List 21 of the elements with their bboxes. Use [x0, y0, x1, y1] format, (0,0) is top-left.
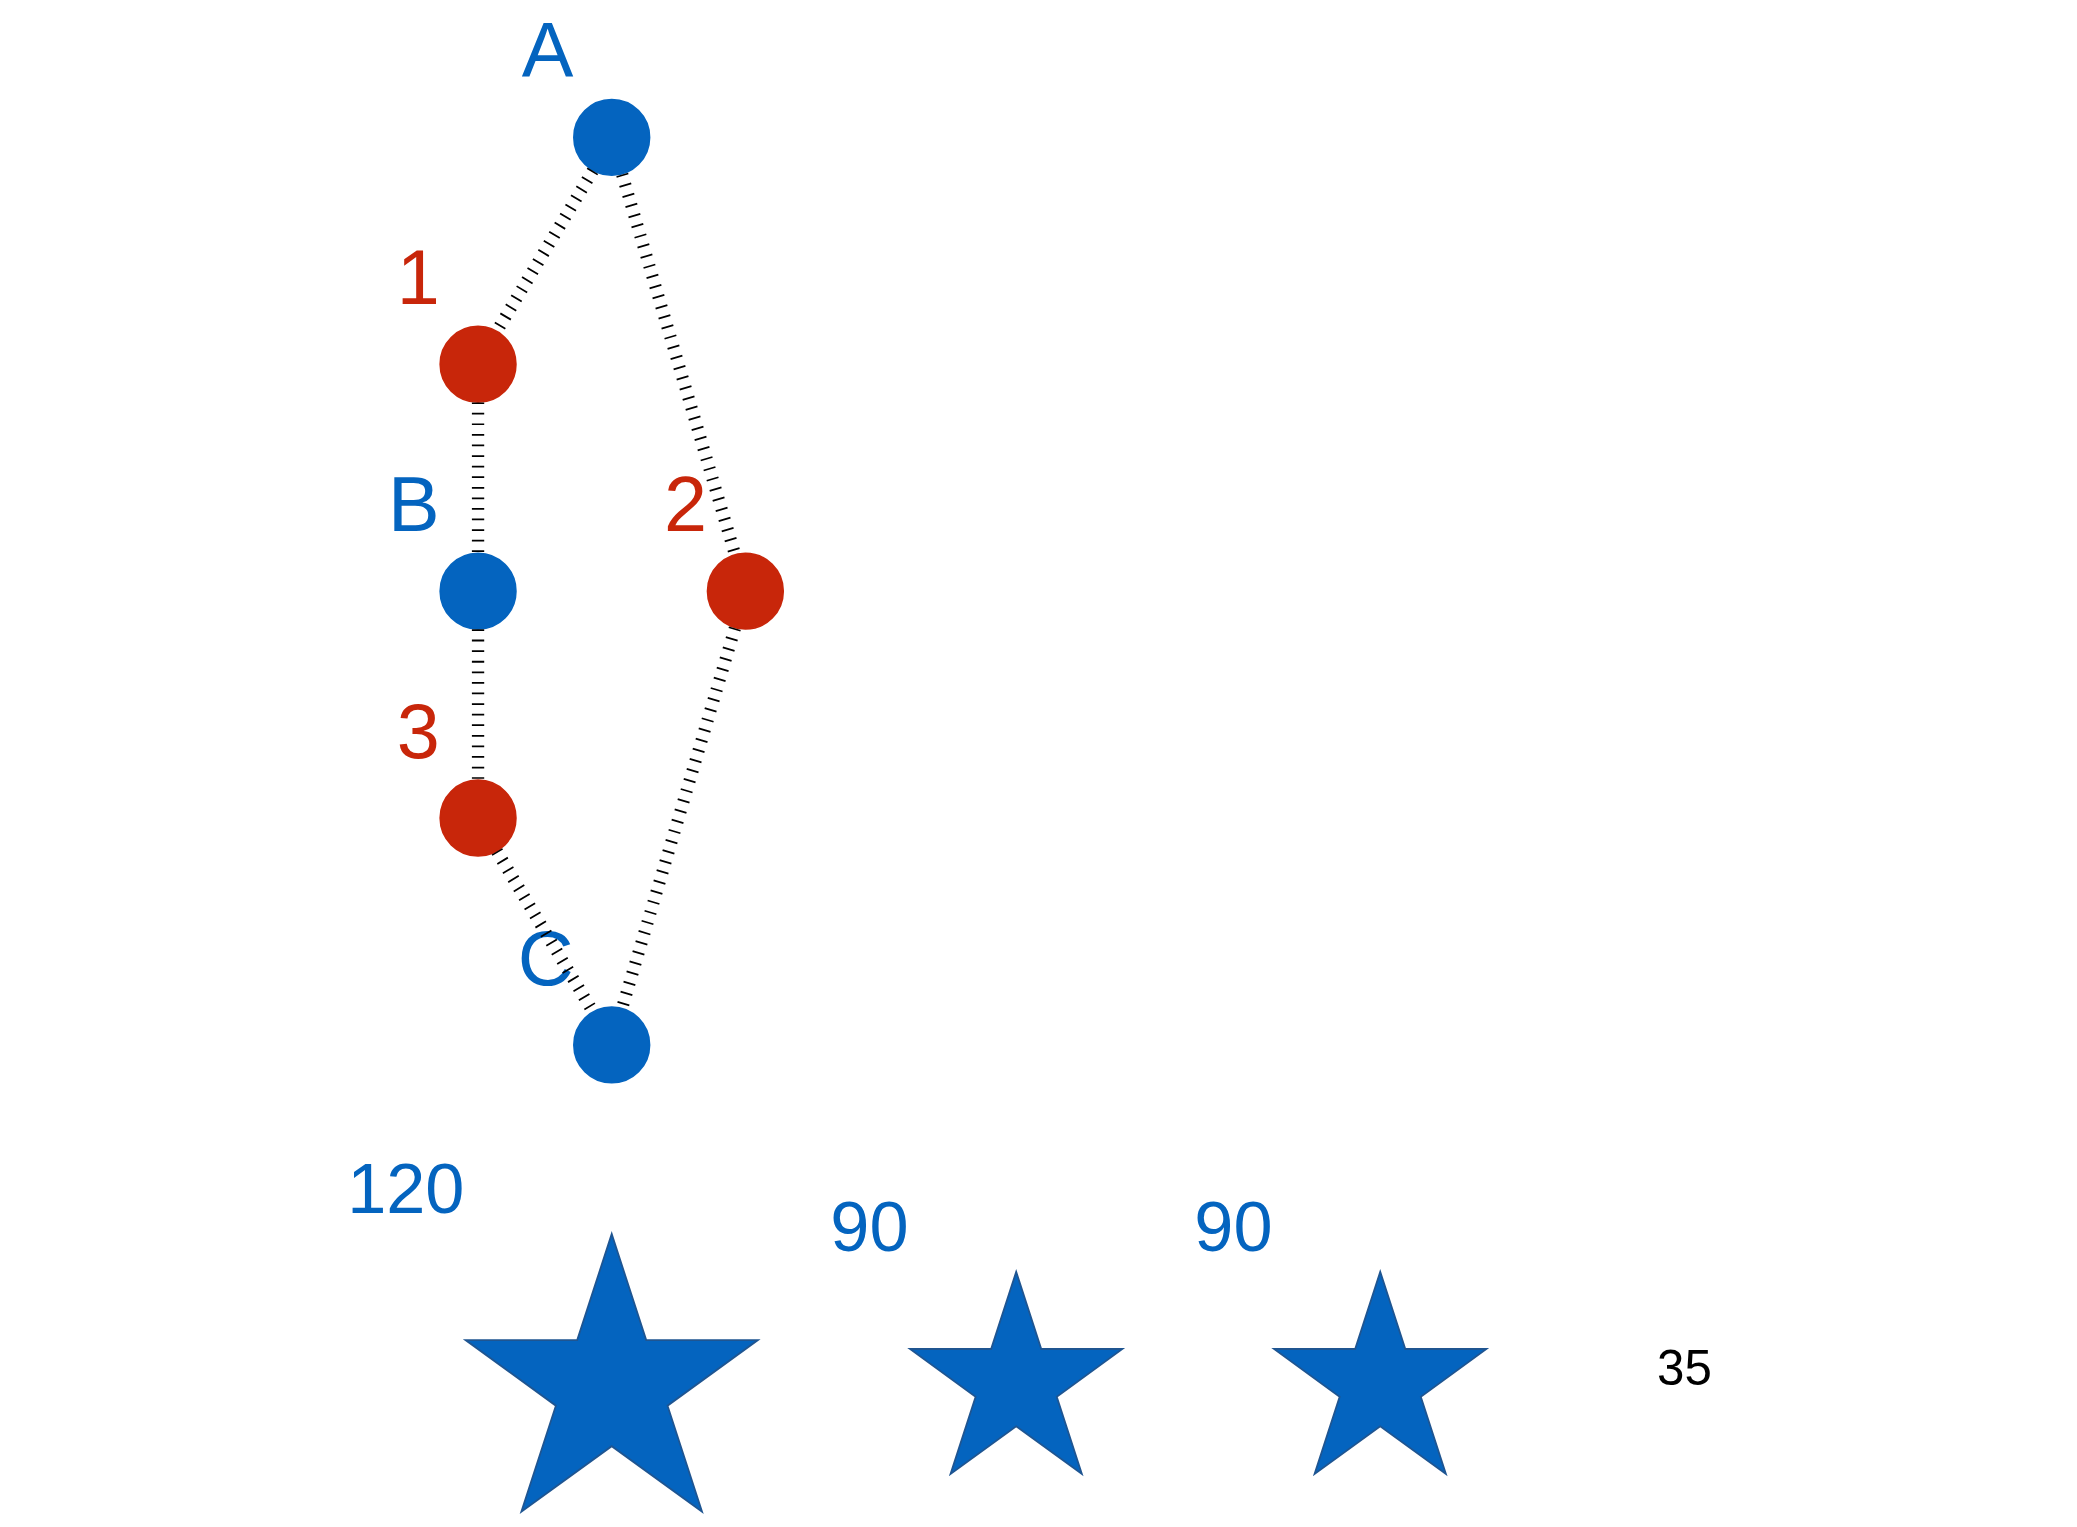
node-circle: [706, 552, 784, 630]
node-label: 90: [1193, 1186, 1273, 1266]
node-label: 3: [396, 687, 440, 774]
node-label: 2: [663, 460, 707, 547]
label: 35: [1656, 1340, 1712, 1395]
node-label: B: [387, 460, 440, 547]
node-circle: [438, 552, 517, 630]
node-circle: [438, 325, 517, 403]
node-label: 1: [396, 233, 440, 320]
node-circle: [438, 779, 517, 857]
node-star: [462, 1231, 761, 1515]
node-circle: [572, 1006, 650, 1084]
node-label: C: [517, 914, 574, 1001]
node-star: [1270, 1268, 1489, 1477]
node-label: 120: [346, 1148, 464, 1228]
node-label: A: [521, 7, 573, 94]
node-star: [906, 1268, 1125, 1477]
node-circle: [572, 98, 650, 177]
node-label: 90: [829, 1186, 909, 1266]
connector: [471, 402, 484, 554]
connector: [471, 629, 484, 780]
